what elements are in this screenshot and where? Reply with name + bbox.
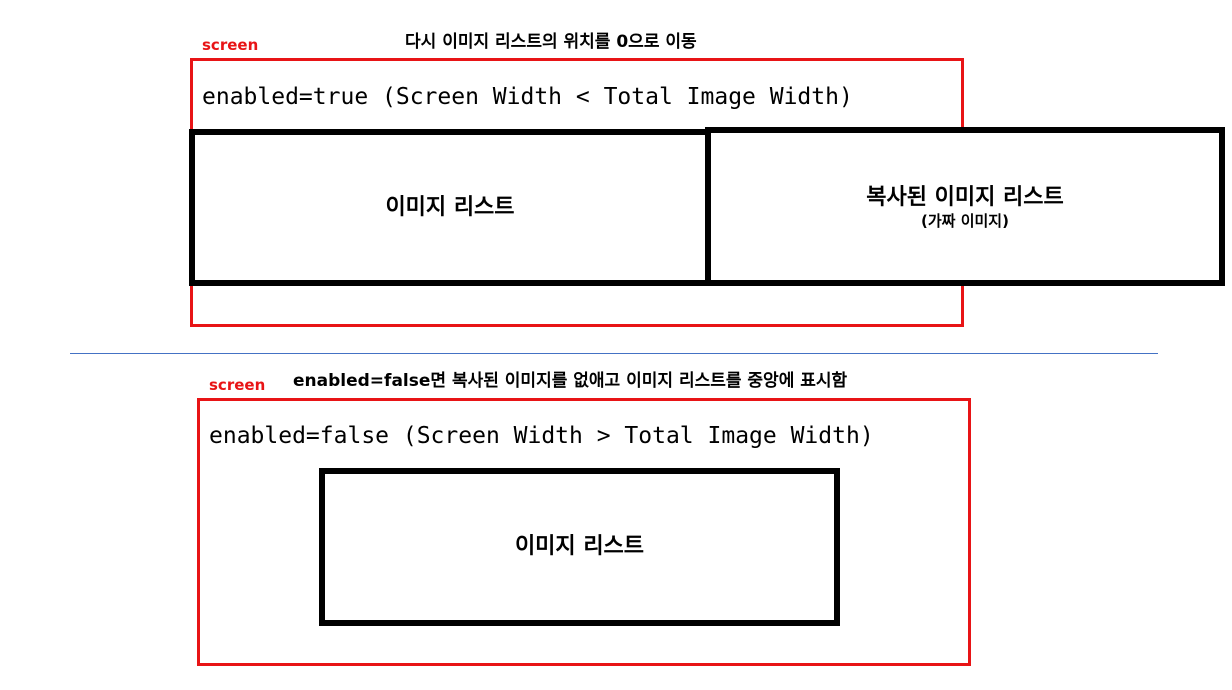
bottom-caption: enabled=false면 복사된 이미지를 없애고 이미지 리스트를 중앙에… [293,371,848,391]
copied-image-list-sub: (가짜 이미지) [921,211,1009,230]
top-screen-label: screen [202,36,259,54]
bottom-screen-label: screen [209,376,266,394]
copied-image-list-box: 복사된 이미지 리스트 (가짜 이미지) [705,127,1225,286]
bottom-enabled-text: enabled=false (Screen Width > Total Imag… [209,423,874,449]
bottom-image-list-label: 이미지 리스트 [514,534,645,559]
copied-image-list-label: 복사된 이미지 리스트 [866,184,1064,210]
top-image-list-box: 이미지 리스트 [189,129,711,286]
top-caption: 다시 이미지 리스트의 위치를 0으로 이동 [405,32,697,52]
section-divider [70,353,1158,354]
top-image-list-label: 이미지 리스트 [385,194,515,220]
top-enabled-text: enabled=true (Screen Width < Total Image… [202,84,853,110]
bottom-image-list-box: 이미지 리스트 [319,468,840,626]
bottom-screen-frame [197,398,971,666]
